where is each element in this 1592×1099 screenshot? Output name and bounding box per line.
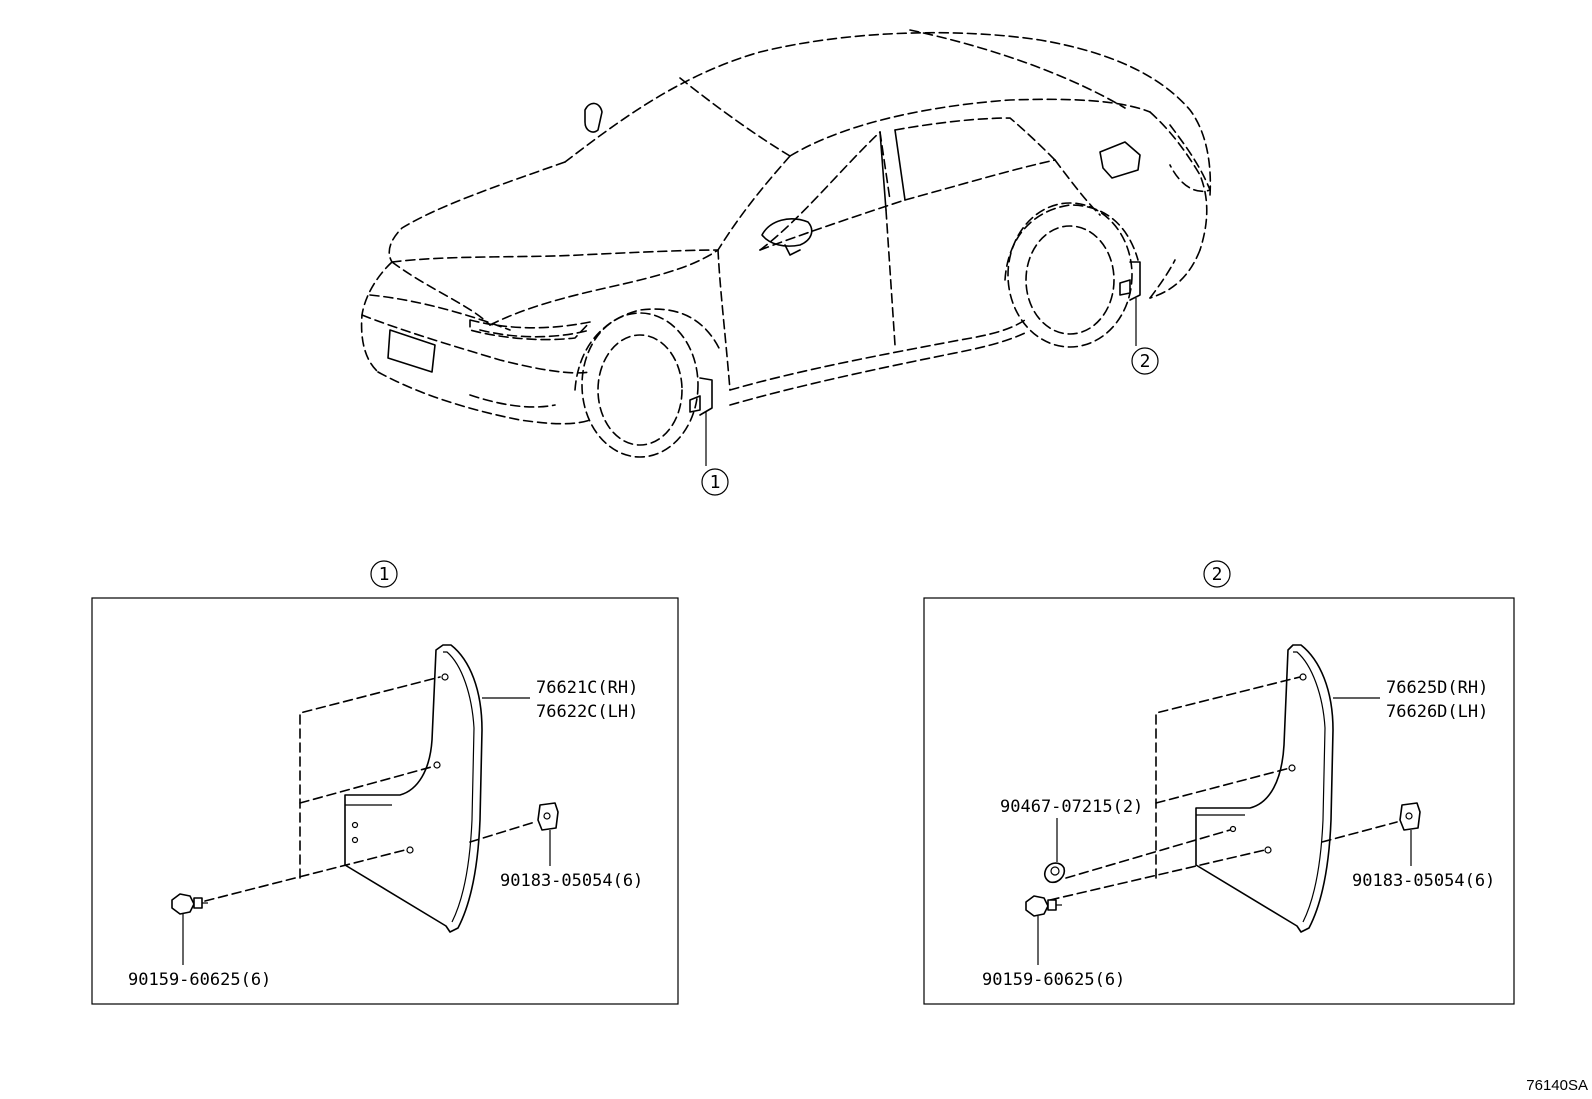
panel-2-clip-label: 90467-07215(2) (1000, 797, 1143, 817)
panel-1-screw-icon (171, 893, 208, 915)
panel-2-screw-label: 90159-60625(6) (982, 970, 1125, 990)
figure-code: 76140SA (1526, 1077, 1588, 1094)
panel-1-frame (91, 597, 679, 1005)
vehicle-callout-1: 1 (701, 468, 729, 496)
panel-2-mudguard-lh-label: 76626D(LH) (1386, 702, 1488, 722)
panel-2-nut-label: 90183-05054(6) (1352, 871, 1495, 891)
vehicle-callout-2-label: 2 (1140, 351, 1151, 372)
panel-2-mudguard-rh-label: 76625D(RH) (1386, 678, 1488, 698)
panel-1-mudguard (344, 644, 483, 933)
detail-panel-1: 1 76621C(RH) 76622C(LH) (91, 560, 679, 1005)
panel-1-screw-label: 90159-60625(6) (128, 970, 271, 990)
panel-1-mudguard-lh-label: 76622C(LH) (536, 702, 638, 722)
vehicle-callout-2: 2 (1131, 347, 1159, 375)
svg-text:1: 1 (379, 564, 390, 585)
panel-1-callout: 1 (370, 560, 398, 588)
svg-text:2: 2 (1212, 564, 1223, 585)
panel-2-clip-icon (1043, 862, 1066, 884)
panel-1-nut-label: 90183-05054(6) (500, 871, 643, 891)
panel-1-nut-icon (537, 802, 559, 831)
panel-2-mudguard (1195, 644, 1334, 933)
panel-2-frame (923, 597, 1515, 1005)
vehicle-illustration (360, 29, 1212, 466)
panel-1-mudguard-rh-label: 76621C(RH) (536, 678, 638, 698)
detail-panel-2: 2 (923, 560, 1515, 1005)
panel-2-nut-icon (1399, 802, 1421, 831)
panel-2-screw-icon (1025, 895, 1062, 917)
vehicle-callout-1-label: 1 (710, 472, 721, 493)
panel-2-callout: 2 (1203, 560, 1231, 588)
